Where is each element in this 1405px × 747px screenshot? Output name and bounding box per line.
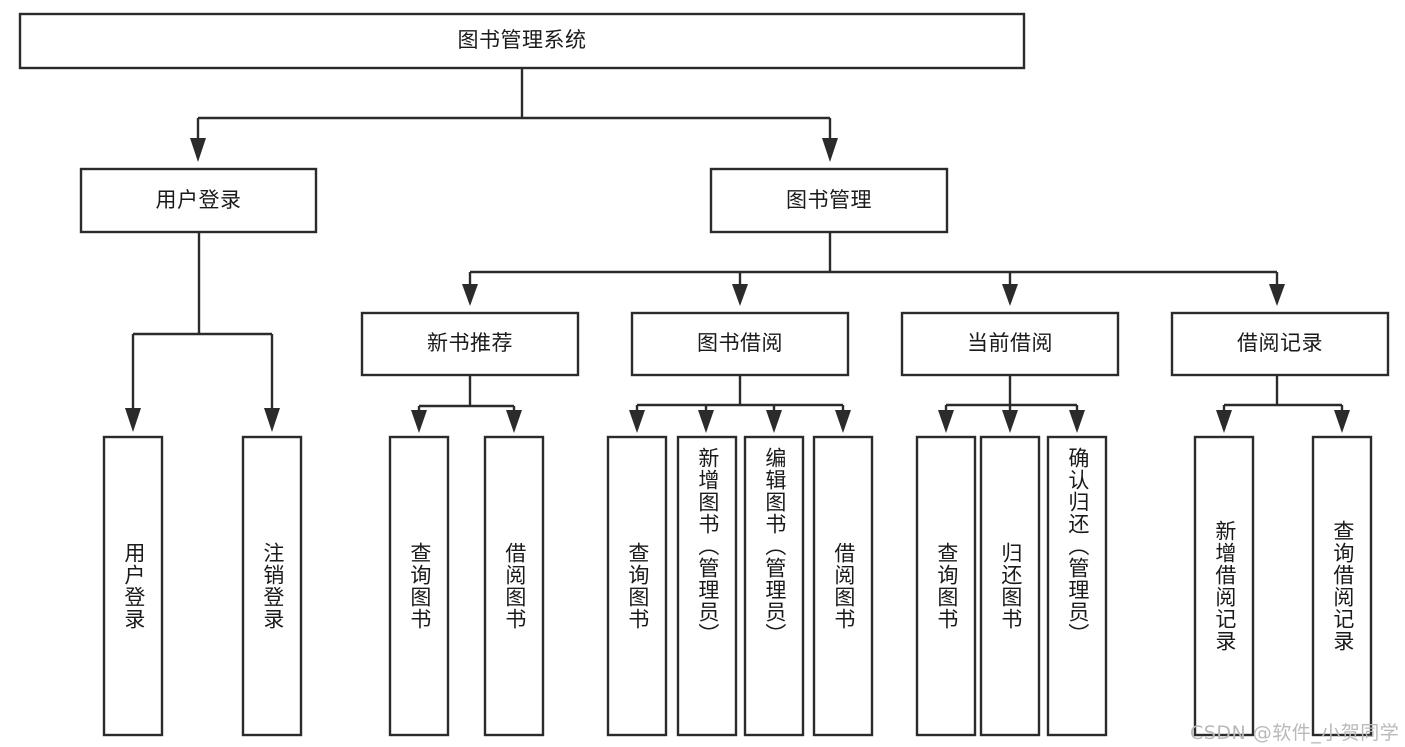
arrow-head-book-borrow-leaf-1 xyxy=(629,410,645,433)
node-box-leaf-new-book-0[interactable] xyxy=(388,435,450,737)
arrow-head-book-borrow-leaf-3 xyxy=(766,410,782,433)
connector-group-new-book xyxy=(411,375,522,433)
arrow-head-user-login xyxy=(190,138,206,162)
arrow-head-book-borrow xyxy=(732,284,748,306)
arrow-head-borrow-record-leaf-2 xyxy=(1334,410,1350,433)
node-box-book-borrow[interactable] xyxy=(630,311,850,377)
arrow-head-current-borrow-leaf-1 xyxy=(938,410,954,433)
arrow-head-book-manage xyxy=(822,138,838,162)
arrow-head-new-book-leaf-2 xyxy=(506,410,522,433)
node-box-user-login[interactable] xyxy=(79,167,318,234)
node-box-root[interactable] xyxy=(18,12,1026,70)
node-box-borrow-record[interactable] xyxy=(1170,311,1390,377)
arrow-head-new-book-leaf-1 xyxy=(411,410,427,433)
node-box-leaf-current-borrow-1[interactable] xyxy=(979,435,1041,737)
arrow-head-current-borrow xyxy=(1002,284,1018,306)
node-box-new-book-recommend[interactable] xyxy=(360,311,580,377)
node-box-leaf-user-login-0[interactable] xyxy=(102,435,164,737)
watermark-text: CSDN @软件_小贺同学 xyxy=(1190,722,1400,744)
node-box-leaf-book-borrow-0[interactable] xyxy=(606,435,668,737)
node-box-leaf-borrow-record-1[interactable] xyxy=(1311,435,1373,737)
node-box-book-manage[interactable] xyxy=(709,167,949,234)
arrow-head-user-login-leaf-1 xyxy=(125,408,141,432)
arrow-head-user-login-leaf-2 xyxy=(264,408,280,432)
node-box-leaf-book-borrow-1[interactable] xyxy=(676,435,738,737)
arrow-head-borrow-record-leaf-1 xyxy=(1216,410,1232,433)
node-box-leaf-borrow-record-0[interactable] xyxy=(1193,435,1255,737)
arrow-head-current-borrow-leaf-3 xyxy=(1069,410,1085,433)
arrow-head-borrow-record xyxy=(1269,284,1285,306)
connector-group-book-manage xyxy=(462,232,1285,306)
node-box-leaf-current-borrow-0[interactable] xyxy=(915,435,977,737)
arrow-head-new-book xyxy=(462,284,478,306)
connector-group-current-borrow xyxy=(938,375,1085,433)
connector-group-book-borrow xyxy=(629,375,851,433)
node-box-leaf-new-book-1[interactable] xyxy=(483,435,545,737)
node-box-leaf-current-borrow-2[interactable] xyxy=(1046,435,1108,737)
connector-group-borrow-record xyxy=(1216,375,1350,433)
node-box-leaf-user-login-1[interactable] xyxy=(241,435,303,737)
connector-group-root xyxy=(190,68,838,162)
arrow-head-book-borrow-leaf-4 xyxy=(835,410,851,433)
node-box-current-borrow[interactable] xyxy=(900,311,1120,377)
arrow-head-current-borrow-leaf-2 xyxy=(1002,410,1018,433)
node-box-leaf-book-borrow-3[interactable] xyxy=(812,435,874,737)
arrow-head-book-borrow-leaf-2 xyxy=(698,410,714,433)
node-box-leaf-book-borrow-2[interactable] xyxy=(743,435,805,737)
connector-group-user-login xyxy=(125,232,280,432)
